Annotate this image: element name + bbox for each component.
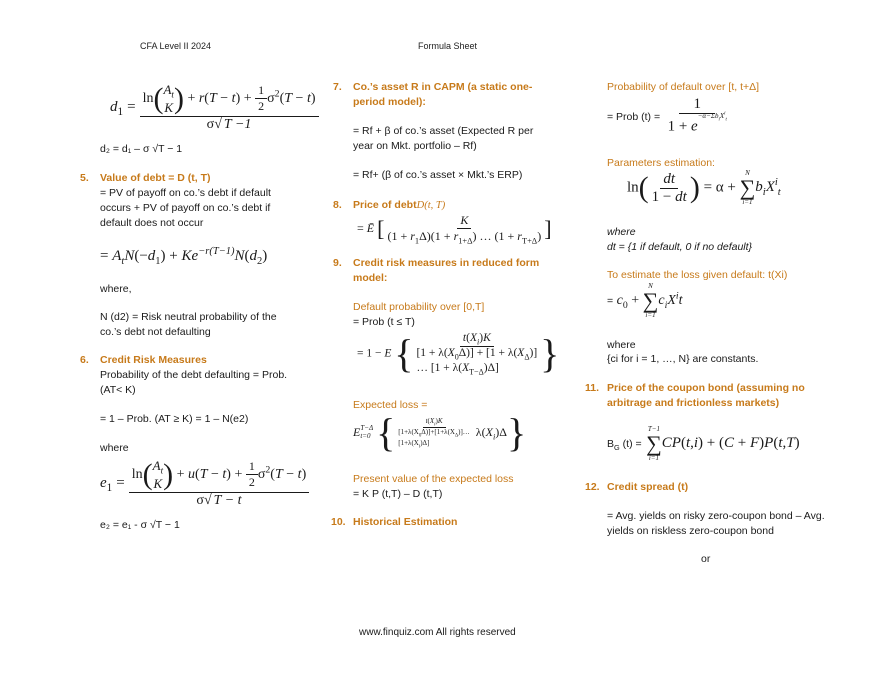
section-8-title: Price of debt [353, 199, 417, 211]
section-11: 11. Price of the coupon bond (assuming no… [585, 381, 807, 411]
section-10: 10. Historical Estimation [331, 515, 553, 530]
section-12-number: 12. [585, 481, 600, 493]
section-8-title-math: D(t, T) [416, 200, 446, 211]
section-10-number: 10. [331, 516, 346, 528]
header-left: CFA Level II 2024 [140, 41, 212, 51]
section-6-title: Credit Risk Measures [100, 354, 207, 366]
constants-note: {ci for i = 1, …, N} are constants. [607, 353, 759, 365]
section-5-title: Value of debt = D (t, T) [100, 172, 211, 184]
e2-line: e₂ = e₁ - σ √T − 1 [100, 519, 180, 531]
section-10-title: Historical Estimation [353, 516, 458, 528]
section-8: 8. Price of debtD(t, T) [333, 198, 553, 213]
footer-text: www.finquiz.com All rights reserved [359, 627, 516, 638]
debt-value-formula: = AtN(−d1) + Ke−r(T−1)N(d2) [100, 246, 268, 267]
section-5-body: = PV of payoff on co.’s debt if default … [100, 187, 271, 229]
section-6-number: 6. [80, 354, 89, 366]
where-2: where [607, 339, 636, 351]
default-probability-subheading: Default probability over [0,T] [353, 301, 485, 313]
section-7: 7. Co.’s asset R in CAPM (a static one-pe… [333, 80, 553, 110]
section-7-line1: = Rf + β of co.’s asset (Expected R per … [353, 125, 534, 152]
pv-line: = K P (t,T) – D (t,T) [353, 488, 443, 500]
loss-given-default-subheading: To estimate the loss given default: t(Xi… [607, 269, 788, 281]
dt-definition: dt = {1 if default, 0 if no default} [607, 241, 753, 253]
section-9-title: Credit risk measures in reduced form mod… [353, 257, 540, 284]
pv-expected-loss-subheading: Present value of the expected loss [353, 473, 514, 485]
d2-line: d₂ = d₁ – σ √T − 1 [100, 143, 183, 155]
where-1: where [607, 226, 636, 238]
section-11-number: 11. [585, 382, 600, 394]
prob-default-subheading: Probability of default over [t, t+Δ] [607, 81, 760, 93]
section-8-number: 8. [333, 199, 342, 211]
section-11-title: Price of the coupon bond (assuming no ar… [607, 382, 805, 409]
section-6-line2: = 1 – Prob. (AT ≥ K) = 1 – N(e2) [100, 413, 249, 425]
section-5-where: where, [100, 283, 132, 295]
section-5-note: N (d2) = Risk neutral probability of the… [100, 311, 277, 338]
prob-line: = Prob (t ≤ T) [353, 316, 415, 328]
credit-spread-or: or [701, 553, 711, 565]
section-7-number: 7. [333, 81, 342, 93]
section-6: 6. Credit Risk Measures Probability of th… [80, 353, 310, 398]
parameters-estimation-subheading: Parameters estimation: [607, 157, 715, 169]
credit-spread-line: = Avg. yields on risky zero-coupon bond … [607, 510, 825, 537]
section-5-number: 5. [80, 172, 89, 184]
section-6-line1: Probability of the debt defaulting = Pro… [100, 369, 288, 396]
section-12-title: Credit spread (t) [607, 481, 689, 493]
section-7-title: Co.’s asset R in CAPM (a static one-peri… [353, 81, 533, 108]
section-7-line2: = Rf+ (β of co.’s asset × Mkt.’s ERP) [353, 169, 523, 181]
section-5: 5. Value of debt = D (t, T) = PV of payof… [80, 171, 300, 231]
price-of-debt-formula: = Ē [K(1 + r1Δ)(1 + r1+Δ) … (1 + rT+Δ)] [357, 213, 552, 246]
expected-loss-subheading: Expected loss = [353, 399, 428, 411]
section-9-number: 9. [333, 257, 342, 269]
section-9: 9. Credit risk measures in reduced form m… [333, 256, 563, 286]
header-center: Formula Sheet [418, 41, 478, 51]
section-6-where: where [100, 442, 129, 454]
section-12: 12. Credit spread (t) [585, 480, 807, 495]
default-probability-formula: = 1 − E {t(Xi)K[1 + λ(X0Δ)] + [1 + λ(XΔ)… [357, 330, 560, 376]
